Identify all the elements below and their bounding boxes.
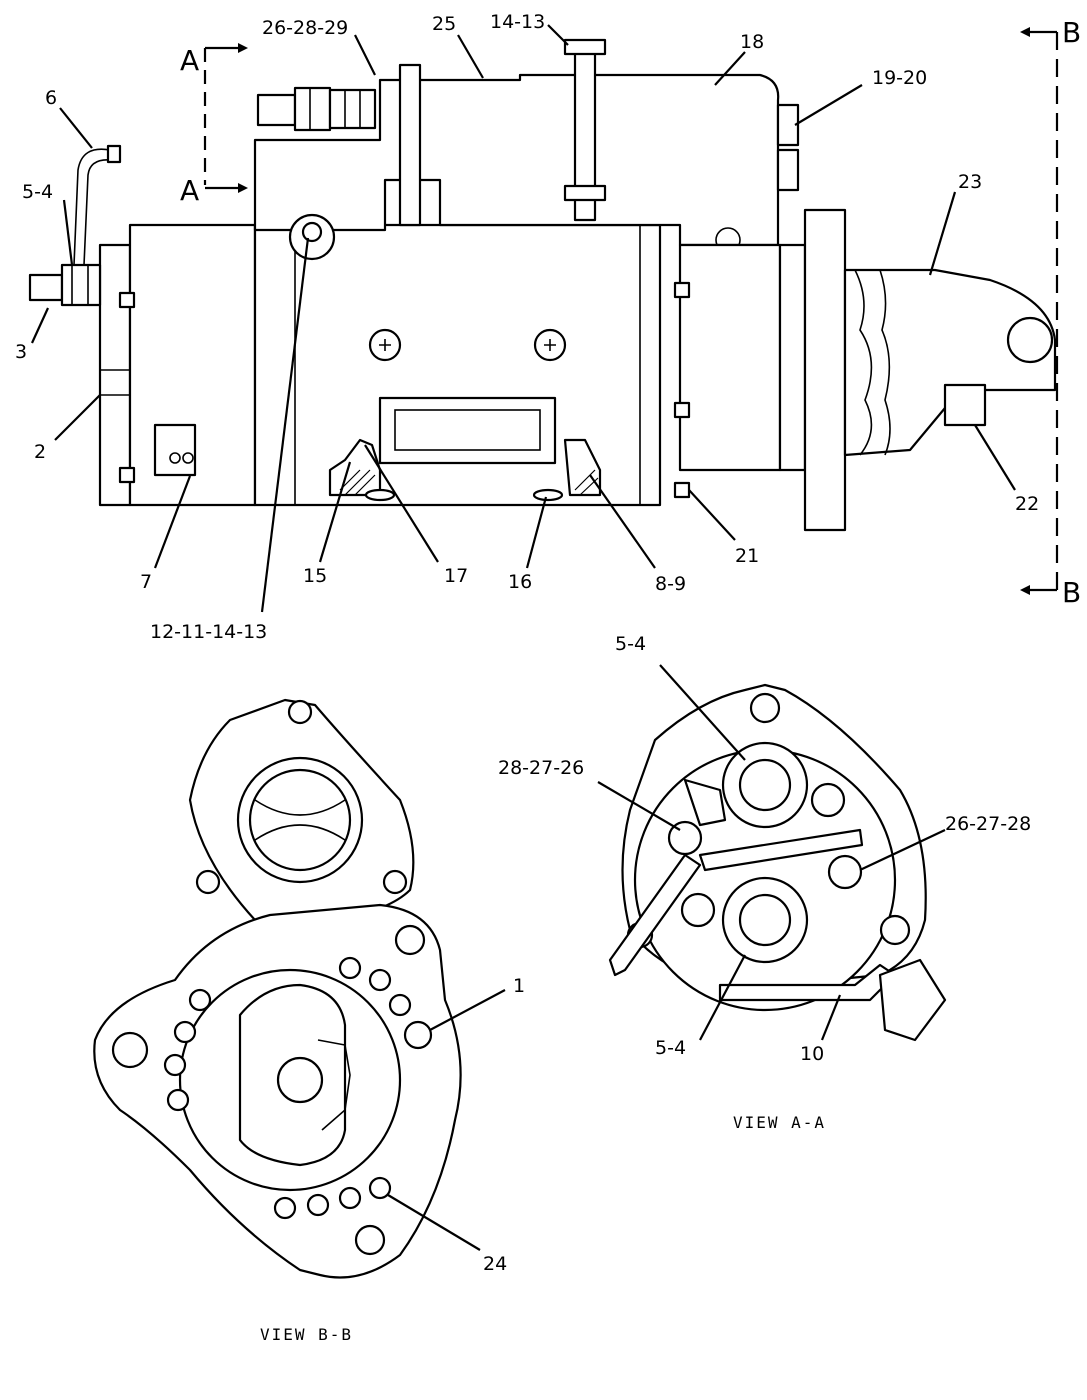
callout-21: 21 [735, 545, 759, 567]
callout-3: 3 [15, 341, 27, 363]
main-view-leaders [30, 24, 1016, 613]
callout-5-4-aa-bottom: 5-4 [655, 1037, 686, 1059]
callout-23: 23 [958, 171, 982, 193]
view-bb-caption: VIEW B-B [260, 1325, 353, 1344]
callout-16: 16 [508, 571, 532, 593]
callout-5-4-main: 5-4 [22, 181, 53, 203]
callout-26-27-28: 26-27-28 [945, 813, 1031, 835]
callout-12-11-14-13: 12-11-14-13 [150, 621, 267, 643]
view-bb-end [93, 698, 462, 1279]
callout-24: 24 [483, 1253, 507, 1275]
callout-6: 6 [45, 87, 57, 109]
callout-10: 10 [800, 1043, 824, 1065]
callout-25: 25 [432, 13, 456, 35]
callout-28-27-26: 28-27-26 [498, 757, 584, 779]
callout-7: 7 [140, 571, 152, 593]
section-marker-a-top: A [180, 44, 199, 77]
callout-26-28-29: 26-28-29 [262, 17, 348, 39]
section-marker-a-bottom: A [180, 174, 199, 207]
callout-14-13-top: 14-13 [490, 11, 545, 33]
view-aa-end [608, 683, 947, 1042]
callout-2: 2 [34, 441, 46, 463]
section-markers: A A B B [180, 16, 1081, 609]
callout-8-9: 8-9 [655, 573, 686, 595]
view-aa-caption: VIEW A-A [733, 1113, 826, 1132]
callout-17: 17 [444, 565, 468, 587]
view-aa-leaders [597, 664, 946, 1041]
callout-1: 1 [513, 975, 525, 997]
section-marker-b-top: B [1062, 16, 1081, 49]
view-bb-leaders [387, 989, 506, 1251]
section-marker-b-bottom: B [1062, 576, 1081, 609]
callout-15: 15 [303, 565, 327, 587]
callout-labels: 26-28-29 25 14-13 18 19-20 23 6 5-4 3 2 … [15, 11, 1039, 1275]
callout-18: 18 [740, 31, 764, 53]
callout-19-20: 19-20 [872, 67, 927, 89]
callout-22: 22 [1015, 493, 1039, 515]
main-side-view [28, 38, 1057, 532]
callout-5-4-aa-top: 5-4 [615, 633, 646, 655]
